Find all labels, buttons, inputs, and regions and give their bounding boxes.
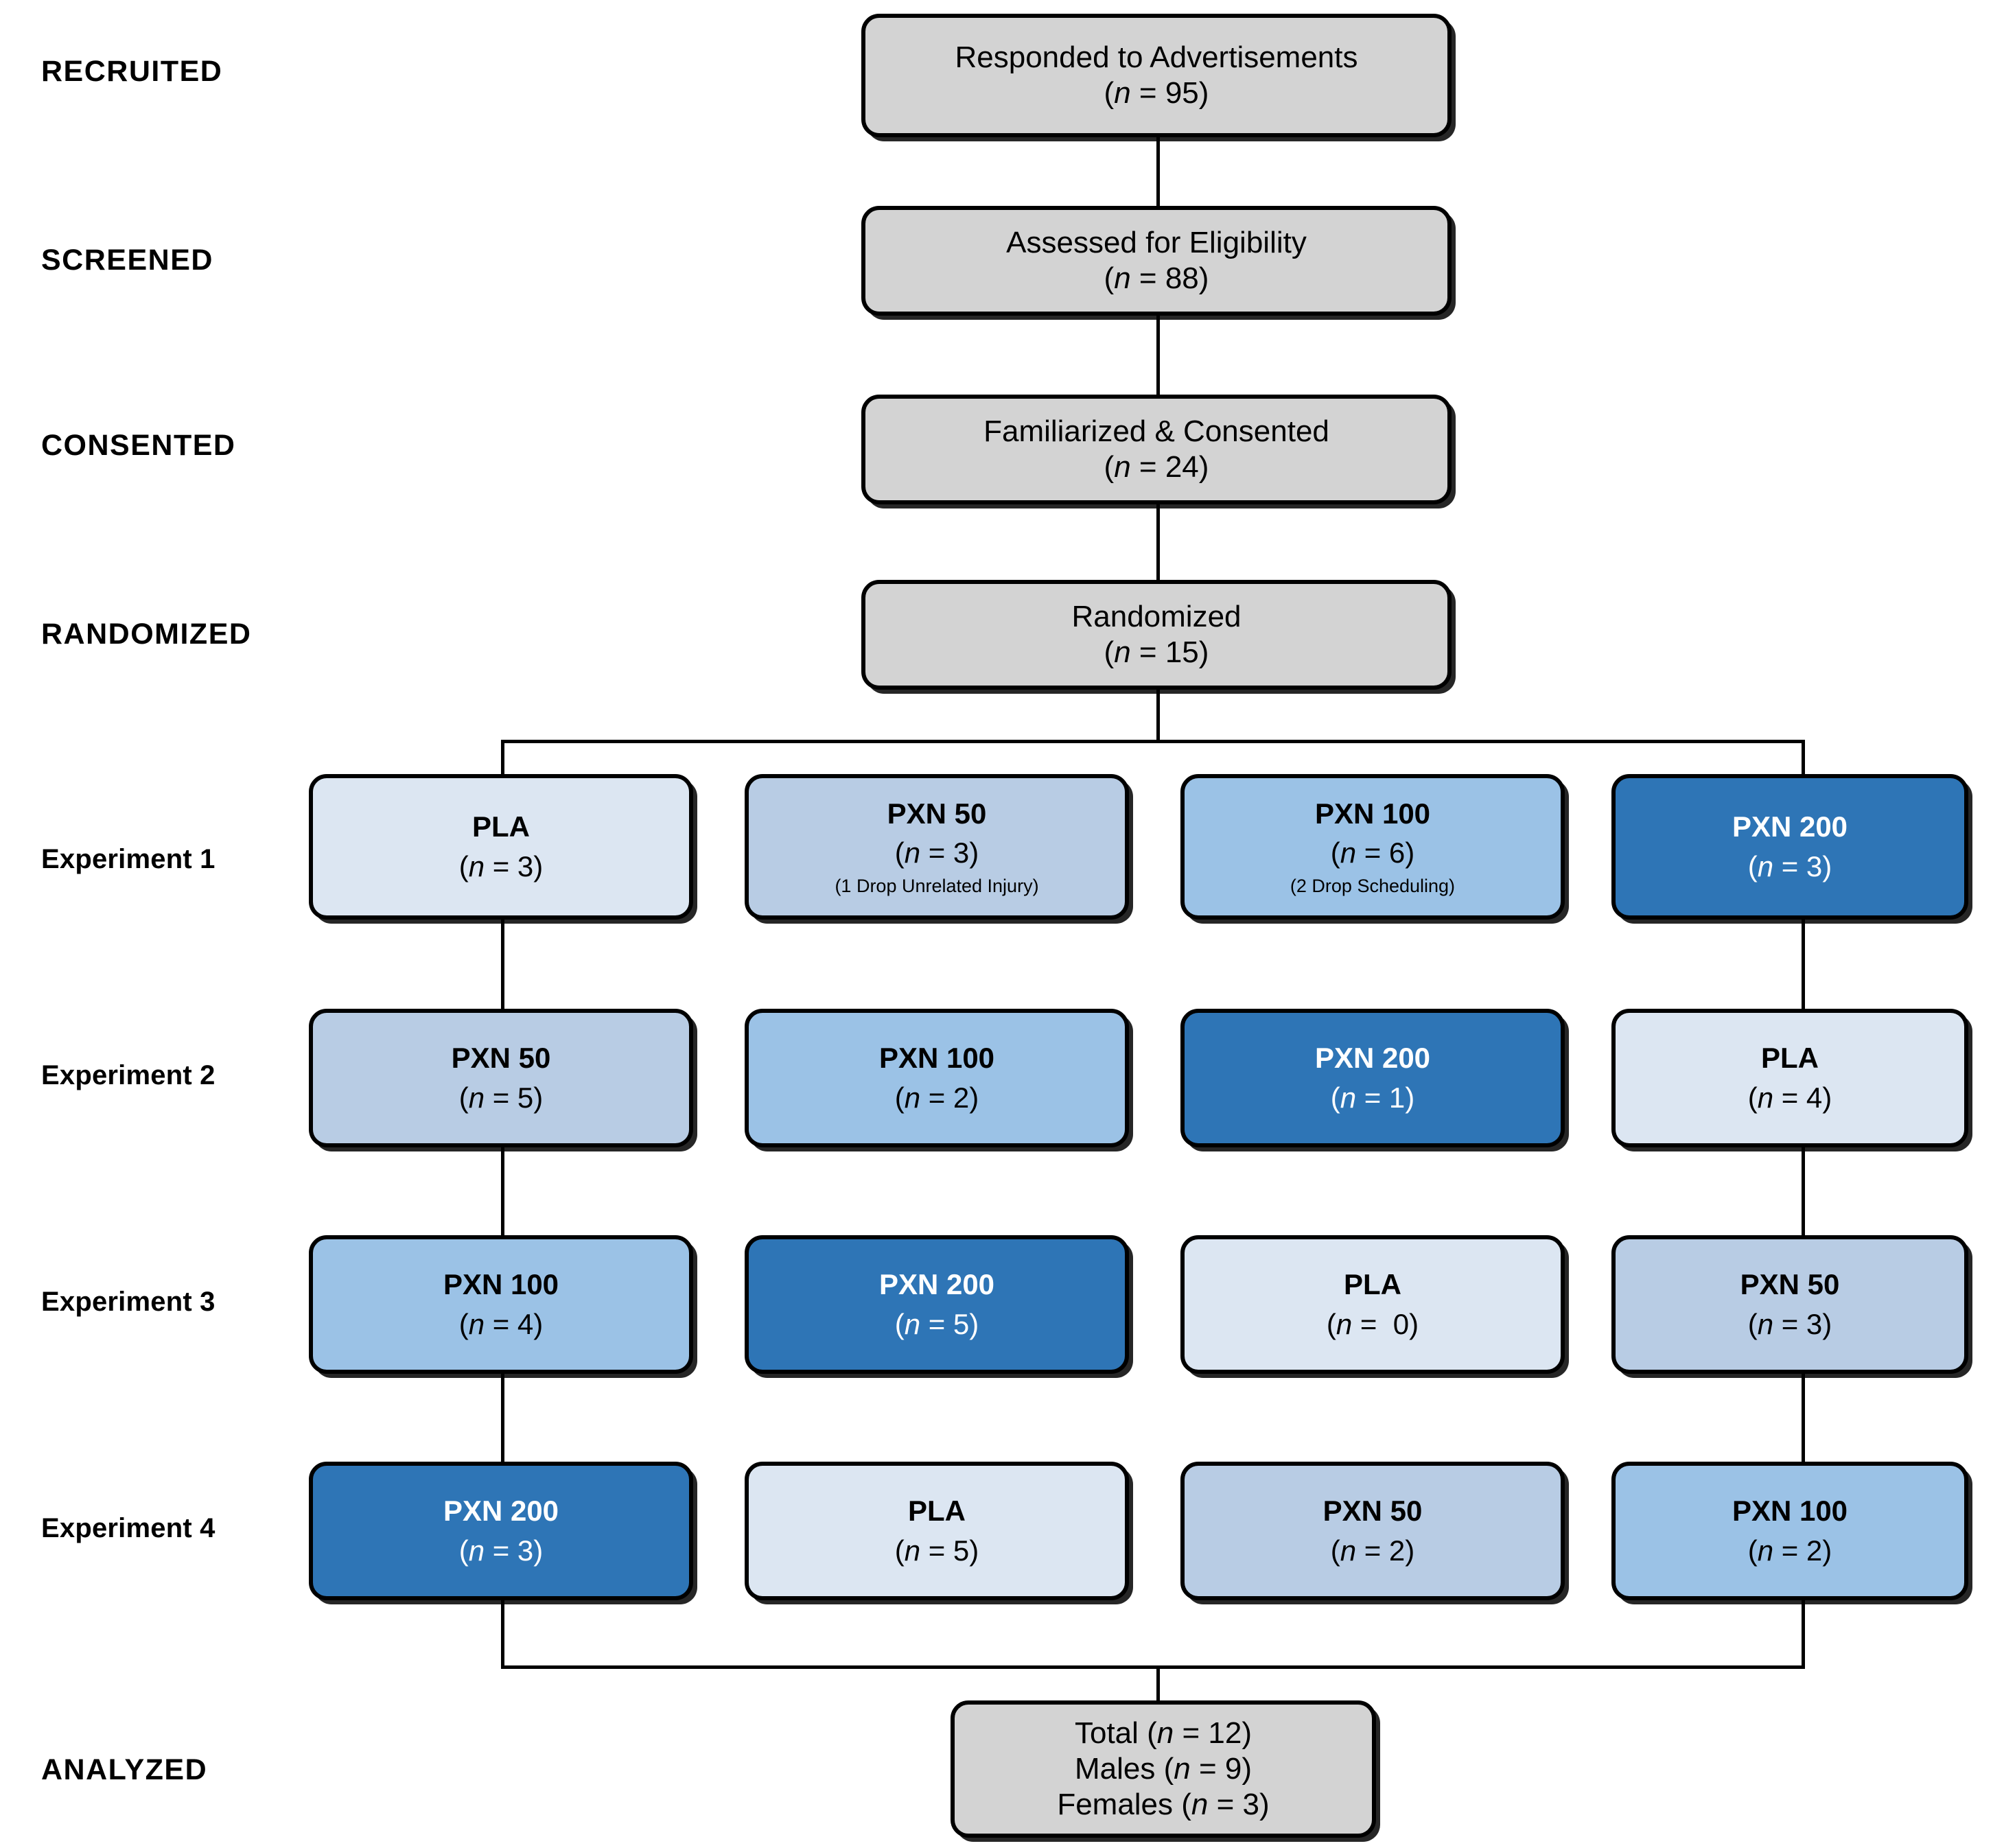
node-screened[interactable]: Assessed for Eligibility (n = 88)	[861, 206, 1452, 316]
cell-e3-c3[interactable]: PLA (n = 0)	[1180, 1235, 1565, 1374]
cell-e2-c2-n: (n = 2)	[894, 1081, 979, 1114]
cell-e2-c1-arm: PXN 50	[451, 1042, 551, 1075]
cell-e3-c3-arm: PLA	[1344, 1268, 1401, 1301]
stage-label-experiment-3: Experiment 3	[41, 1287, 215, 1317]
node-consented-count: (n = 24)	[1104, 450, 1209, 484]
connector-col1-e4-merge	[501, 1600, 504, 1669]
connector-col1-e1-e2	[501, 920, 504, 1009]
cell-e4-c1-arm: PXN 200	[443, 1495, 559, 1528]
connector-split-left-drop	[501, 740, 504, 774]
connector-consented-randomized	[1156, 501, 1160, 583]
cell-e1-c2-note: (1 Drop Unrelated Injury)	[835, 875, 1039, 896]
stage-label-analyzed: ANALYZED	[41, 1753, 208, 1786]
stage-label-recruited: RECRUITED	[41, 55, 223, 88]
connector-merge-analyzed	[1156, 1665, 1160, 1702]
connector-col4-e1-e2	[1802, 920, 1805, 1009]
connector-split-right-drop	[1802, 740, 1805, 774]
cell-e3-c4-n: (n = 3)	[1747, 1308, 1832, 1340]
cell-e3-c2[interactable]: PXN 200 (n = 5)	[745, 1235, 1129, 1374]
cell-e1-c1[interactable]: PLA (n = 3)	[309, 774, 693, 920]
connector-col4-e4-merge	[1802, 1600, 1805, 1669]
cell-e2-c4-arm: PLA	[1761, 1042, 1819, 1075]
cell-e3-c1-arm: PXN 100	[443, 1268, 559, 1301]
connector-screened-consented	[1156, 312, 1160, 398]
connector-col1-e3-e4	[501, 1374, 504, 1462]
connector-recruited-screened	[1156, 136, 1160, 211]
cell-e1-c3-note: (2 Drop Scheduling)	[1290, 875, 1456, 896]
connector-col4-e2-e3	[1802, 1147, 1805, 1235]
cell-e2-c1[interactable]: PXN 50 (n = 5)	[309, 1009, 693, 1147]
connector-col1-e2-e3	[501, 1147, 504, 1235]
cell-e2-c2-arm: PXN 100	[878, 1042, 995, 1075]
cell-e4-c2[interactable]: PLA (n = 5)	[745, 1462, 1129, 1600]
cell-e3-c2-arm: PXN 200	[878, 1268, 995, 1301]
cell-e3-c1[interactable]: PXN 100 (n = 4)	[309, 1235, 693, 1374]
cell-e3-c2-n: (n = 5)	[894, 1308, 979, 1340]
connector-randomized-split	[1156, 686, 1160, 742]
cell-e2-c3[interactable]: PXN 200 (n = 1)	[1180, 1009, 1565, 1147]
cell-e1-c3[interactable]: PXN 100 (n = 6) (2 Drop Scheduling)	[1180, 774, 1565, 920]
cell-e2-c4-n: (n = 4)	[1747, 1081, 1832, 1114]
cell-e1-c3-n: (n = 6)	[1330, 837, 1415, 869]
cell-e4-c1[interactable]: PXN 200 (n = 3)	[309, 1462, 693, 1600]
connector-merge-bus	[501, 1665, 1805, 1669]
node-randomized-title: Randomized	[1071, 600, 1242, 634]
cell-e1-c4-n: (n = 3)	[1747, 850, 1832, 882]
connector-split-bus	[501, 740, 1805, 743]
connector-col4-e3-e4	[1802, 1374, 1805, 1462]
cell-e2-c3-arm: PXN 200	[1314, 1042, 1431, 1075]
cell-e4-c1-n: (n = 3)	[458, 1534, 544, 1567]
node-recruited-title: Responded to Advertisements	[955, 40, 1358, 75]
cell-e4-c2-arm: PLA	[908, 1495, 966, 1528]
cell-e4-c3-n: (n = 2)	[1330, 1534, 1415, 1567]
cell-e2-c4[interactable]: PLA (n = 4)	[1611, 1009, 1968, 1147]
node-screened-title: Assessed for Eligibility	[1006, 226, 1307, 260]
node-recruited-count: (n = 95)	[1104, 76, 1209, 110]
cell-e3-c4[interactable]: PXN 50 (n = 3)	[1611, 1235, 1968, 1374]
cell-e4-c4-arm: PXN 100	[1732, 1495, 1848, 1528]
stage-label-screened: SCREENED	[41, 244, 213, 277]
stage-label-experiment-1: Experiment 1	[41, 844, 215, 874]
cell-e2-c3-n: (n = 1)	[1330, 1081, 1415, 1114]
node-recruited[interactable]: Responded to Advertisements (n = 95)	[861, 14, 1452, 137]
cell-e4-c3-arm: PXN 50	[1323, 1495, 1423, 1528]
stage-label-experiment-4: Experiment 4	[41, 1513, 215, 1543]
node-randomized[interactable]: Randomized (n = 15)	[861, 580, 1452, 690]
node-consented[interactable]: Familiarized & Consented (n = 24)	[861, 395, 1452, 504]
cell-e1-c1-n: (n = 3)	[458, 850, 544, 882]
cell-e1-c2[interactable]: PXN 50 (n = 3) (1 Drop Unrelated Injury)	[745, 774, 1129, 920]
cell-e2-c2[interactable]: PXN 100 (n = 2)	[745, 1009, 1129, 1147]
node-screened-count: (n = 88)	[1104, 261, 1209, 295]
node-randomized-count: (n = 15)	[1104, 635, 1209, 669]
cell-e1-c2-n: (n = 3)	[894, 837, 979, 869]
cell-e3-c1-n: (n = 4)	[458, 1308, 544, 1340]
cell-e1-c1-arm: PLA	[472, 810, 530, 843]
node-consented-title: Familiarized & Consented	[983, 414, 1329, 449]
node-analyzed-males: Males (n = 9)	[1074, 1752, 1252, 1786]
cell-e3-c3-n: (n = 0)	[1326, 1308, 1419, 1340]
cell-e1-c4-arm: PXN 200	[1732, 810, 1848, 843]
cell-e2-c1-n: (n = 5)	[458, 1081, 544, 1114]
cell-e1-c3-arm: PXN 100	[1314, 797, 1431, 830]
node-analyzed-females: Females (n = 3)	[1057, 1787, 1270, 1821]
cell-e4-c2-n: (n = 5)	[894, 1534, 979, 1567]
stage-label-consented: CONSENTED	[41, 429, 236, 462]
node-analyzed[interactable]: Total (n = 12) Males (n = 9) Females (n …	[951, 1700, 1376, 1838]
cell-e1-c4[interactable]: PXN 200 (n = 3)	[1611, 774, 1968, 920]
stage-label-experiment-2: Experiment 2	[41, 1060, 215, 1090]
cell-e3-c4-arm: PXN 50	[1740, 1268, 1840, 1301]
cell-e1-c2-arm: PXN 50	[887, 797, 987, 830]
cell-e4-c4[interactable]: PXN 100 (n = 2)	[1611, 1462, 1968, 1600]
cell-e4-c4-n: (n = 2)	[1747, 1534, 1832, 1567]
node-analyzed-total: Total (n = 12)	[1074, 1716, 1252, 1751]
cell-e4-c3[interactable]: PXN 50 (n = 2)	[1180, 1462, 1565, 1600]
stage-label-randomized: RANDOMIZED	[41, 618, 252, 651]
